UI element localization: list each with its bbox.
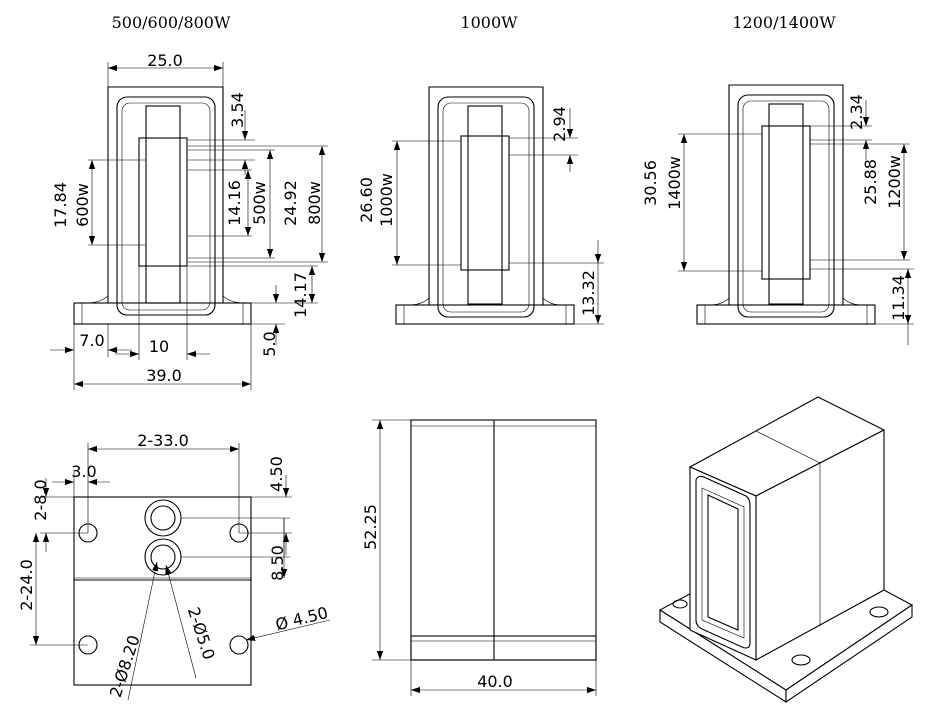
dim-40-0: 40.0 [477, 672, 513, 691]
dim-14-17: 14.17 [291, 272, 310, 318]
dim-1200w: 1200w [885, 155, 904, 209]
dims-view2: 2.94 26.60 1000w 13.32 [357, 106, 604, 325]
title-500-600-800w: 500/600/800W [112, 13, 231, 32]
view-front-1000w [395, 86, 575, 325]
dim-2-24-0: 2-24.0 [17, 559, 36, 611]
dim-25: 25.0 [147, 51, 183, 70]
dim-phi-4-50: Ø 4.50 [274, 603, 330, 634]
view-isometric [658, 396, 914, 704]
dim-25-88: 25.88 [861, 159, 880, 205]
dim-39-0: 39.0 [146, 366, 182, 385]
view-front-1400w [696, 84, 876, 325]
dim-500w: 500w [250, 181, 269, 225]
dims-view3: 2.34 30.56 1400w 25.88 1200w 11.34 [641, 94, 914, 345]
dims-view1: 25.0 3.54 17.84 600w 14.16 500w 24.92 80… [50, 51, 328, 390]
dim-7-0: 7.0 [79, 331, 104, 350]
dim-2-33-0: 2-33.0 [137, 431, 189, 450]
dim-5-0: 5.0 [260, 331, 279, 356]
dim-3-54: 3.54 [228, 92, 247, 128]
dim-8-50: 8.50 [268, 545, 287, 581]
title-1000w: 1000W [460, 13, 518, 32]
title-1200-1400w: 1200/1400W [732, 13, 836, 32]
dim-2-phi-5-0: 2-Ø5.0 [184, 605, 219, 662]
dim-17-84: 17.84 [51, 182, 70, 228]
dim-1400w: 1400w [665, 156, 684, 210]
view-side [410, 419, 597, 661]
dims-view4: 2-33.0 3.0 4.50 8.50 2-8.0 2-24.0 2-Ø8.2… [17, 431, 331, 701]
dim-4-50: 4.50 [267, 456, 286, 492]
dim-2-phi-8-20: 2-Ø8.20 [106, 633, 144, 700]
dim-13-32: 13.32 [579, 270, 598, 316]
dim-26-60: 26.60 [357, 177, 376, 223]
dim-2-8-0: 2-8.0 [31, 479, 50, 520]
dim-14-16: 14.16 [225, 180, 244, 226]
dims-view5: 52.25 40.0 [361, 419, 597, 696]
view-front-500w [73, 86, 252, 325]
dim-52-25: 52.25 [361, 504, 380, 550]
dim-1000w: 1000w [377, 173, 396, 227]
dim-600w: 600w [73, 183, 92, 227]
dim-24-92: 24.92 [281, 180, 300, 226]
dim-10: 10 [149, 337, 169, 356]
dim-11-34: 11.34 [889, 275, 908, 321]
dim-2-34: 2.34 [847, 94, 866, 130]
dim-3-0: 3.0 [71, 462, 96, 481]
dim-800w: 800w [305, 181, 324, 225]
view-base-plan [73, 496, 252, 686]
dim-30-56: 30.56 [641, 160, 660, 206]
dim-2-94: 2.94 [550, 106, 569, 142]
